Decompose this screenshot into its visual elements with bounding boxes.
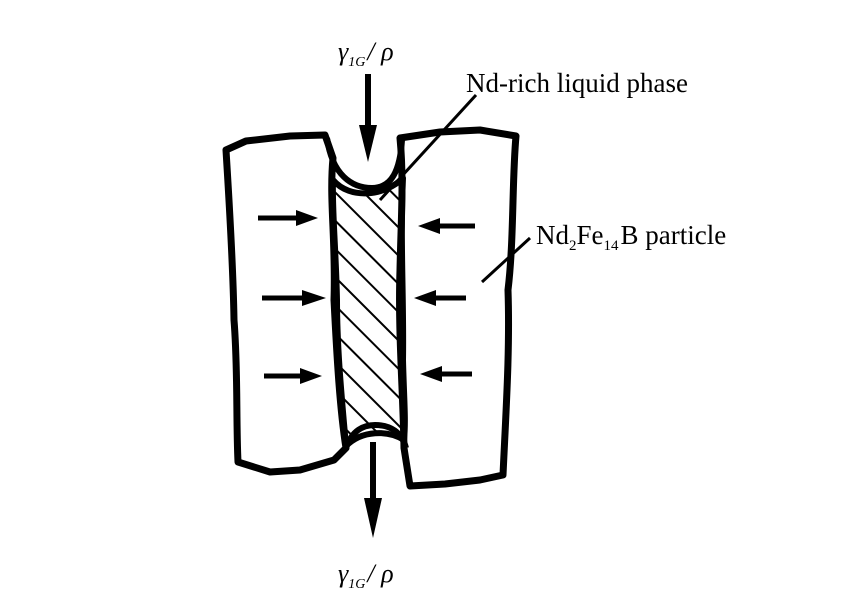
top-gamma-label: γ1G/ ρ (338, 37, 394, 70)
right-grain (396, 126, 520, 490)
right-arrow-1 (418, 218, 475, 234)
liquid-phase-leader (378, 93, 478, 202)
left-arrow-3 (264, 368, 322, 384)
liquid-phase-region (329, 175, 408, 449)
particle-leader (480, 236, 532, 284)
top-meniscus (324, 137, 405, 192)
bottom-meniscus (343, 421, 409, 450)
right-arrow-2 (414, 290, 466, 306)
left-arrow-1 (258, 210, 318, 226)
liquid-phase-label: Nd-rich liquid phase (466, 68, 688, 98)
particle-label: Nd2Fe14B particle (536, 220, 726, 254)
bottom-gamma-label: γ1G/ ρ (338, 559, 394, 592)
top-force-arrow (359, 74, 377, 162)
bottom-force-arrow (364, 442, 382, 538)
left-grain (222, 131, 350, 476)
left-arrow-2 (262, 290, 326, 306)
right-arrow-3 (420, 366, 472, 382)
